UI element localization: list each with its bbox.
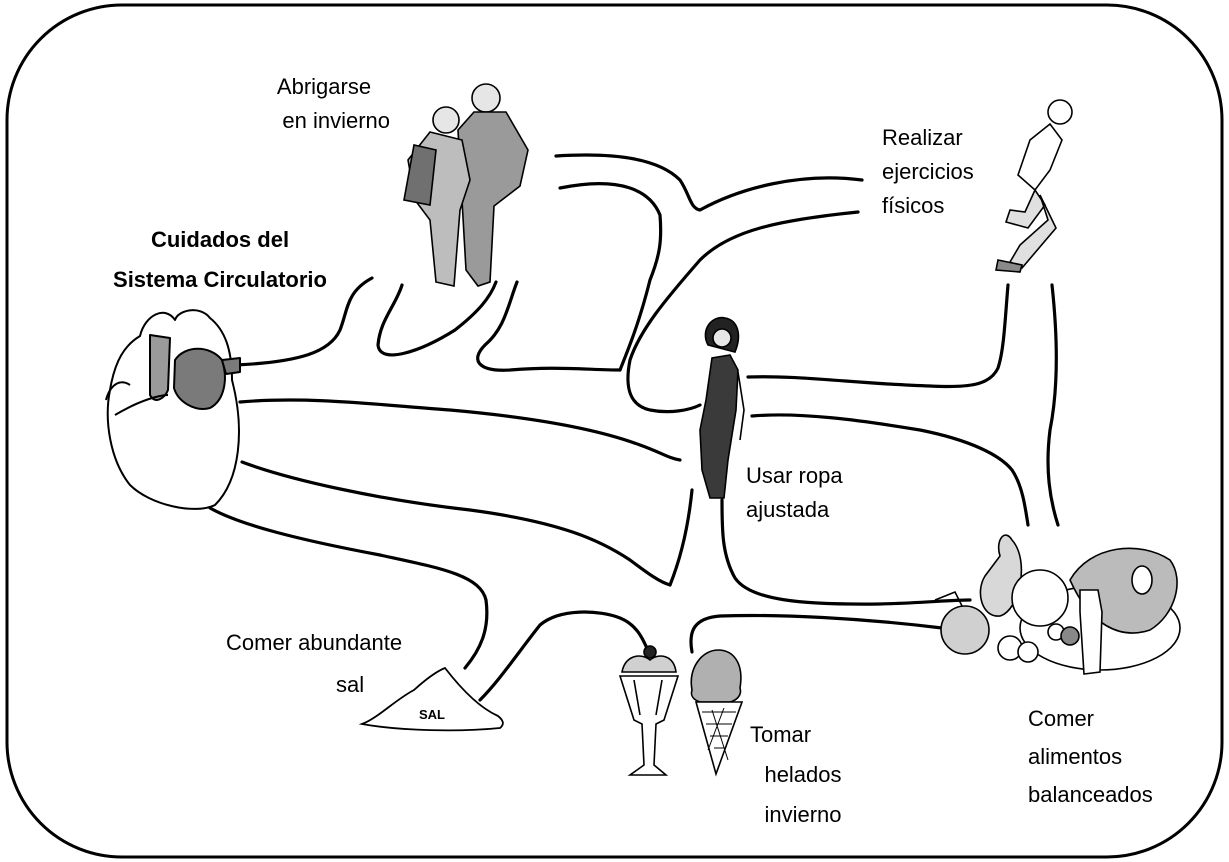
label-alimentos-line-1: Comer [1028, 706, 1095, 731]
vessel-path [208, 506, 489, 670]
label-ropa: Usar ropa ajustada [746, 459, 843, 527]
vessel-path [1046, 283, 1060, 527]
sundae-glass-illustration [618, 645, 680, 776]
label-abrigarse: Abrigarse en invierno [258, 70, 390, 138]
balanced-food-illustration [934, 534, 1181, 675]
diagram-title: Cuidados del Sistema Circulatorio [70, 220, 370, 300]
vessel-path [478, 610, 652, 702]
label-alimentos: Comer alimentos balanceados [1028, 700, 1153, 814]
label-sal-line-2: sal [336, 672, 365, 697]
vessel-path [558, 182, 663, 372]
salt-pile-illustration: SAL [358, 666, 504, 732]
diagram-frame [5, 3, 1224, 859]
label-alimentos-line-3: balanceados [1028, 782, 1153, 807]
couple-winter-coats-illustration [403, 83, 529, 287]
vessel-path [750, 413, 1030, 527]
vessel-path [240, 460, 672, 587]
label-abrigarse-line-1: Abrigarse [276, 74, 372, 99]
label-alimentos-line-2: alimentos [1028, 744, 1123, 769]
runner-illustration [995, 99, 1073, 273]
ice-cream-cone-illustration [690, 649, 744, 777]
label-helados: Tomar helados invierno [750, 715, 856, 835]
label-ejercicios-line-1: Realizar [882, 125, 963, 150]
vessel-path [234, 276, 374, 367]
title-line-1: Cuidados del [150, 227, 290, 252]
label-ropa-line-2: ajustada [746, 497, 830, 522]
vessel-path [668, 488, 694, 587]
label-ejercicios: Realizar ejercicios físicos [882, 121, 974, 223]
vessel-paths [208, 153, 1060, 702]
vessel-path [746, 283, 1010, 389]
label-helados-line-1: Tomar [750, 722, 812, 747]
label-ejercicios-line-3: físicos [882, 193, 945, 218]
label-sal: Comer abundante sal [226, 622, 402, 706]
label-ejercicios-line-2: ejercicios [882, 159, 974, 184]
vessel-path [376, 280, 498, 357]
vessel-path [476, 280, 622, 372]
vessel-path [689, 613, 944, 654]
vessel-path [720, 498, 972, 606]
vessel-path [238, 398, 682, 462]
vessel-path [626, 210, 860, 414]
woman-tight-dress-illustration [699, 316, 745, 499]
heart-illustration [105, 309, 241, 510]
label-helados-line-2: helados [764, 762, 842, 787]
salt-pile-label: SAL [419, 707, 445, 722]
label-abrigarse-line-2: en invierno [282, 108, 390, 133]
label-ropa-line-1: Usar ropa [746, 463, 843, 488]
title-line-2: Sistema Circulatorio [113, 267, 327, 292]
label-sal-line-1: Comer abundante [226, 630, 403, 655]
label-helados-line-3: invierno [764, 802, 842, 827]
vessel-path [554, 153, 864, 212]
